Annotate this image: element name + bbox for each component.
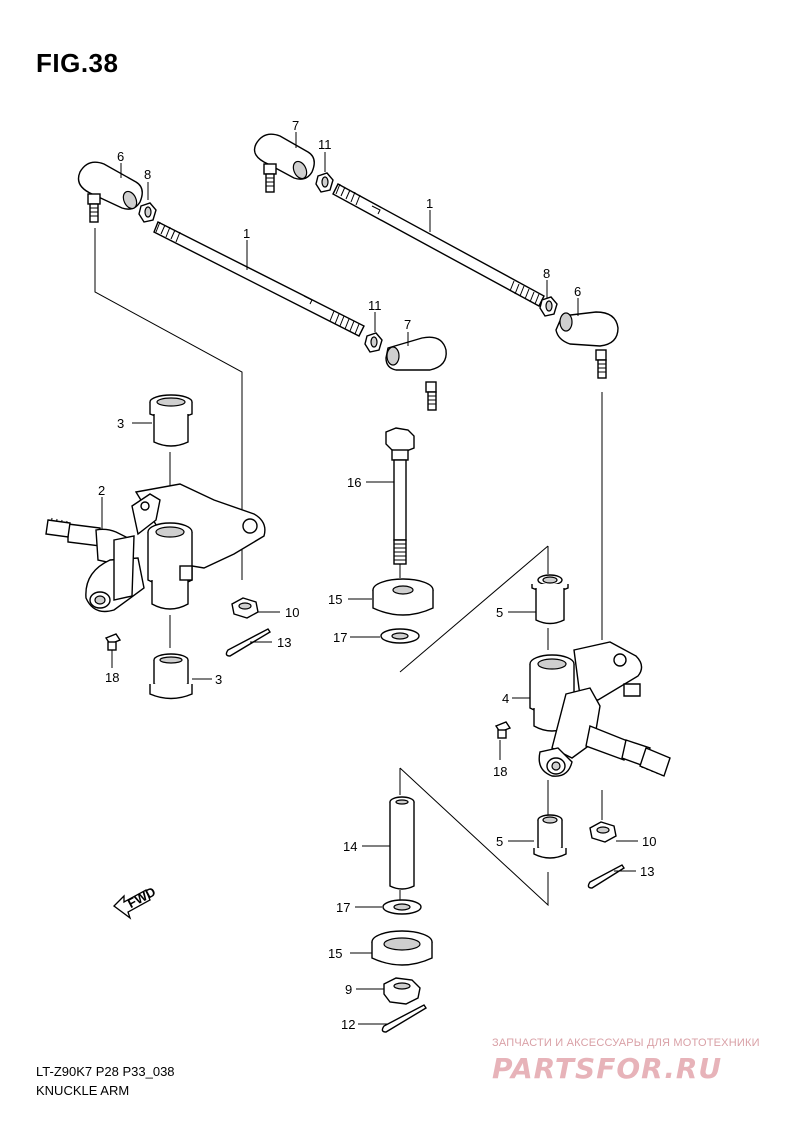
callout-18: 18 bbox=[493, 764, 507, 779]
assembly-guide-lines bbox=[94, 228, 603, 907]
fwd-arrow-icon: FWD bbox=[113, 884, 158, 920]
callout-6: 6 bbox=[117, 149, 124, 164]
callout-11: 11 bbox=[318, 137, 332, 152]
cotter-pin-bottom bbox=[381, 1004, 427, 1033]
bushing-lower-left bbox=[149, 653, 193, 700]
tie-rod-end-b-left bbox=[253, 133, 315, 193]
pivot-shaft bbox=[389, 796, 415, 890]
callout-10: 10 bbox=[642, 834, 656, 849]
cotter-pin-right bbox=[587, 864, 625, 889]
callout-17: 17 bbox=[336, 900, 350, 915]
bolt bbox=[385, 427, 415, 565]
tie-rod-a bbox=[153, 221, 365, 337]
nut-right bbox=[589, 821, 617, 843]
washer-upper bbox=[380, 628, 420, 644]
callout-5: 5 bbox=[496, 605, 503, 620]
watermark-brand: PARTSFOR.RU bbox=[492, 1052, 723, 1085]
callouts: 6 8 7 11 1 1 8 6 11 7 3 2 16 15 17 10 13… bbox=[98, 118, 656, 1032]
bushing-upper-left bbox=[149, 394, 193, 447]
jam-nut-a-right bbox=[364, 332, 383, 353]
callout-15: 15 bbox=[328, 592, 342, 607]
cotter-pin-left bbox=[225, 628, 271, 657]
watermark-tagline: ЗАПЧАСТИ И АКСЕССУАРЫ ДЛЯ МОТОТЕХНИКИ bbox=[492, 1037, 760, 1049]
bushing-upper-right bbox=[531, 574, 569, 625]
jam-nut-a-left bbox=[138, 202, 157, 223]
callout-5: 5 bbox=[496, 834, 503, 849]
callout-3: 3 bbox=[117, 416, 124, 431]
spacer-collar-lower bbox=[371, 930, 433, 966]
callout-16: 16 bbox=[347, 475, 361, 490]
jam-nut-b-right bbox=[539, 296, 558, 317]
knuckle-left bbox=[45, 483, 266, 613]
jam-nut-b-left bbox=[315, 172, 334, 193]
callout-2: 2 bbox=[98, 483, 105, 498]
callout-7: 7 bbox=[292, 118, 299, 133]
callout-10: 10 bbox=[285, 605, 299, 620]
callout-12: 12 bbox=[341, 1017, 355, 1032]
callout-7: 7 bbox=[404, 317, 411, 332]
tie-rod-end-b-right bbox=[555, 311, 619, 379]
bushing-lower-right bbox=[533, 814, 567, 859]
figure-title: FIG.38 bbox=[36, 48, 119, 78]
callout-13: 13 bbox=[640, 864, 654, 879]
callout-1: 1 bbox=[426, 196, 433, 211]
callout-9: 9 bbox=[345, 982, 352, 997]
knuckle-right bbox=[529, 641, 671, 777]
callout-13: 13 bbox=[277, 635, 291, 650]
castle-nut bbox=[383, 977, 421, 1005]
grease-nipple-right bbox=[494, 721, 512, 739]
callout-11: 11 bbox=[368, 298, 382, 313]
callout-3: 3 bbox=[215, 672, 222, 687]
figure-name: KNUCKLE ARM bbox=[36, 1083, 130, 1098]
spacer-collar-upper bbox=[372, 578, 434, 616]
callout-4: 4 bbox=[502, 691, 509, 706]
nut-left bbox=[231, 597, 259, 619]
callout-8: 8 bbox=[543, 266, 550, 281]
callout-1: 1 bbox=[243, 226, 250, 241]
callout-15: 15 bbox=[328, 946, 342, 961]
tie-rod-end-a-right bbox=[385, 336, 447, 411]
callout-6: 6 bbox=[574, 284, 581, 299]
grease-nipple-left bbox=[104, 633, 122, 651]
callout-18: 18 bbox=[105, 670, 119, 685]
tie-rod-b bbox=[332, 183, 545, 307]
leader-lines bbox=[101, 132, 638, 1025]
callout-17: 17 bbox=[333, 630, 347, 645]
tie-rod-end-a-left bbox=[77, 161, 143, 223]
callout-14: 14 bbox=[343, 839, 357, 854]
fwd-label: FWD bbox=[125, 884, 158, 911]
washer-lower bbox=[382, 899, 422, 915]
model-code: LT-Z90K7 P28 P33_038 bbox=[36, 1064, 175, 1079]
callout-8: 8 bbox=[144, 167, 151, 182]
